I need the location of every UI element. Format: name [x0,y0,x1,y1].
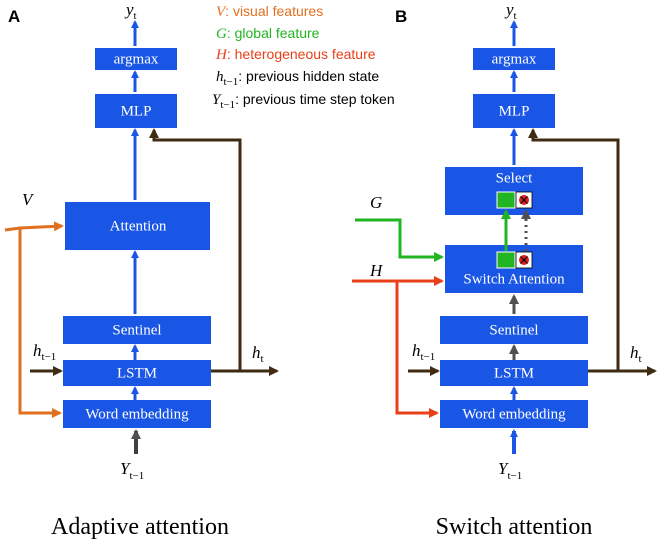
hidden-prev-label-b: ht−1 [412,341,435,363]
hetero-to-embedding-arrow [395,281,439,418]
word-embedding-label-a: Word embedding [85,406,189,422]
argmax-label-b: argmax [492,51,537,67]
panel-a-label: A [8,7,20,26]
gate-multiply-glyph [520,196,528,204]
hidden-prev-label-a: ht−1 [33,341,56,363]
argmax-block-a [95,48,177,70]
global-feature-label-b: G [370,193,382,212]
hetero-feature-label-b: H [369,261,384,280]
output-y-a: yt [124,0,137,22]
panel-a: A yt argmax MLP Attention Sentinel LSTM … [4,0,279,540]
mlp-label-a: MLP [121,103,152,119]
global-to-switch-arrow [355,218,444,262]
lstm-label-a: LSTM [117,365,157,381]
caption-a: Adaptive attention [51,514,229,540]
legend-global: G: global feature [216,25,320,42]
gate-green-square-switch [496,251,516,269]
legend-hetero: H: heterogeneous feature [215,46,376,63]
sentinel-block-b [440,316,588,344]
legend: V: visual features G: global feature H: … [212,3,395,111]
word-embedding-block-b [440,400,588,428]
hidden-out-label-a: ht [252,343,264,365]
output-y-b: yt [504,0,517,22]
mlp-block-a [95,94,177,128]
caption-b: Switch attention [436,514,593,540]
panel-b-label: B [395,7,407,26]
gate-green-square-select [496,191,516,209]
argmax-label-a: argmax [114,51,159,67]
legend-visual: V: visual features [216,3,323,20]
hidden-out-label-b: ht [630,343,642,365]
switch-attention-label-b: Switch Attention [463,271,565,287]
word-embedding-label-b: Word embedding [462,406,566,422]
visual-to-embedding-arrow [18,228,62,418]
attention-label-a: Attention [110,218,167,234]
lstm-block-a [63,360,211,386]
gate-multiply-glyph [520,256,528,264]
attention-block-a [65,202,210,250]
hidden-feedback-arrow [528,128,620,371]
legend-token: Yt−1: previous time step token [212,91,395,111]
sentinel-label-b: Sentinel [489,322,538,338]
visual-to-attention-arrow [4,221,64,232]
input-y-prev-a: Yt−1 [120,459,144,482]
input-y-prev-b: Yt−1 [498,459,522,482]
legend-hidden: ht−1: previous hidden state [216,68,379,88]
panel-b: B yt argmax MLP Select Switch Attention [352,0,657,540]
select-label-b: Select [496,170,533,186]
lstm-block-b [440,360,588,386]
visual-feature-label-a: V [22,190,35,209]
word-embedding-block-a [63,400,211,428]
hidden-feedback-arrow [149,128,242,371]
mlp-label-b: MLP [499,103,530,119]
mlp-block-b [473,94,555,128]
lstm-label-b: LSTM [494,365,534,381]
sentinel-label-a: Sentinel [112,322,161,338]
sentinel-block-a [63,316,211,344]
argmax-block-b [473,48,555,70]
